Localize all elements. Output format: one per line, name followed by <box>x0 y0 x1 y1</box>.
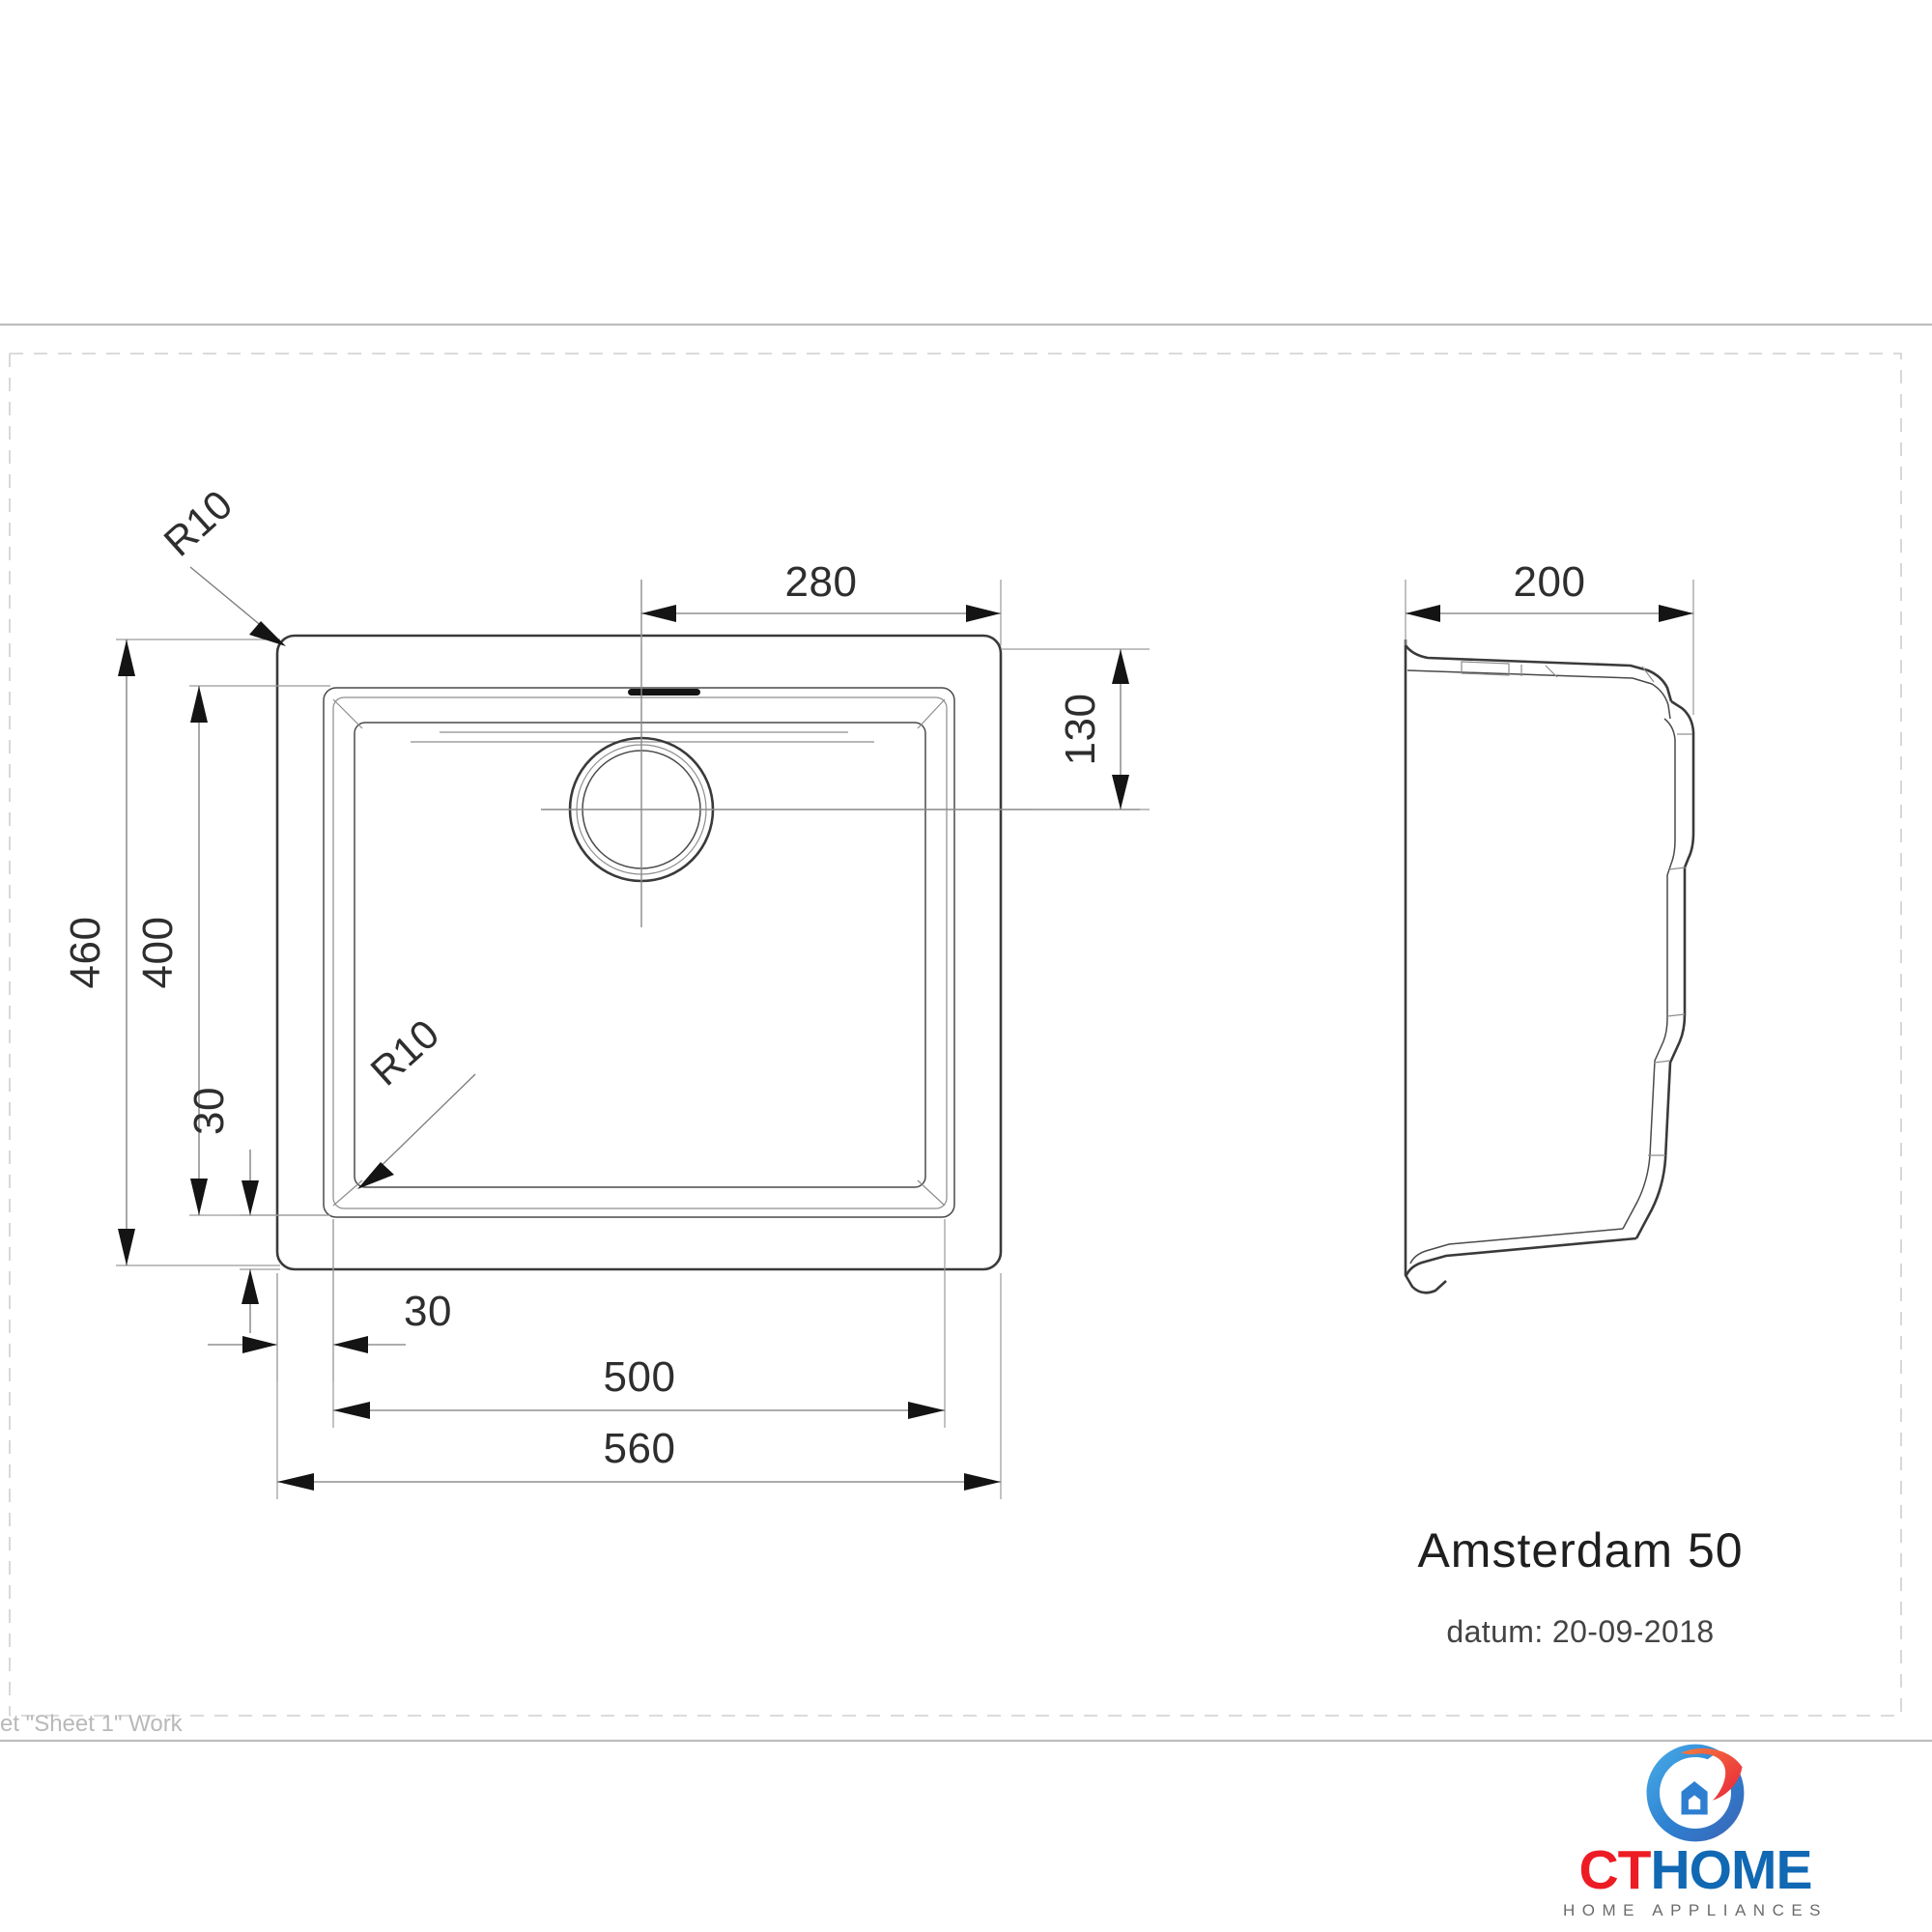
dim-label-30-horizontal: 30 <box>404 1288 452 1335</box>
sink-bowl-rim-outer <box>323 687 955 1218</box>
dim-label-30-vertical: 30 <box>185 1087 233 1135</box>
label-r10-outer: R10 <box>156 481 242 564</box>
dim-460: 460 <box>62 639 280 1266</box>
side-bowl-right-wall-inner <box>1622 718 1676 1230</box>
dim-label-280: 280 <box>785 558 858 606</box>
dim-label-130: 130 <box>1057 694 1104 766</box>
bowl-corner-bevels <box>332 698 946 1207</box>
brand-logo: CT HOME HOME APPLIANCES <box>1536 1739 1855 1922</box>
bowl-wall-detail-lines <box>411 731 874 743</box>
dim-500: 500 <box>332 1219 946 1428</box>
side-overflow-notch <box>1461 661 1510 676</box>
sink-bowl-rim-second <box>332 696 948 1209</box>
side-top-rim-surface <box>1404 644 1673 702</box>
top-view-sink <box>275 580 1140 1271</box>
brand-name-home: HOME <box>1650 1839 1812 1901</box>
side-bowl-bottom <box>1405 1236 1637 1276</box>
sheet-footnote: et "Sheet 1" Work <box>0 1711 184 1737</box>
dim-label-500: 500 <box>604 1353 676 1401</box>
brand-wordmark: CT HOME <box>1578 1839 1813 1901</box>
leader-r10-outer: R10 <box>156 481 286 646</box>
side-bowl-bottom-inner <box>1409 1228 1624 1264</box>
overflow-slot <box>628 689 700 696</box>
dim-400: 400 <box>134 685 330 1216</box>
dim-30-vertical: 30 <box>185 1087 330 1333</box>
dim-label-560: 560 <box>604 1425 676 1472</box>
sink-bowl-inner-floor <box>354 722 926 1188</box>
label-r10-inner: R10 <box>362 1010 448 1094</box>
dim-130: 130 <box>1001 648 1150 810</box>
side-left-flange <box>1404 639 1447 1294</box>
house-in-circle-icon <box>1646 1744 1745 1842</box>
brand-name-ct: CT <box>1578 1839 1652 1901</box>
drawing-date: datum: 20-09-2018 <box>1446 1614 1714 1649</box>
side-top-rim-underline <box>1406 669 1671 720</box>
dim-label-400: 400 <box>134 917 182 989</box>
title-block: Amsterdam 50 datum: 20-09-2018 <box>1417 1523 1743 1649</box>
leader-r10-inner: R10 <box>357 1010 476 1189</box>
sink-outer-outline <box>275 634 1003 1271</box>
side-fold-detail-lines <box>1641 666 1692 1156</box>
product-name: Amsterdam 50 <box>1417 1523 1743 1577</box>
side-view-dimensions: 200 <box>1405 558 1694 715</box>
sheet-frame <box>0 323 1932 1743</box>
dim-280: 280 <box>640 558 1002 645</box>
dim-label-200: 200 <box>1514 558 1586 606</box>
dim-label-460: 460 <box>62 917 109 989</box>
side-view-sink <box>1404 639 1695 1294</box>
side-bowl-right-wall-outer <box>1634 699 1695 1239</box>
brand-tagline: HOME APPLIANCES <box>1562 1901 1829 1919</box>
dim-560: 560 <box>276 1273 1002 1499</box>
top-view-dimensions: 280 130 460 <box>62 481 1150 1499</box>
